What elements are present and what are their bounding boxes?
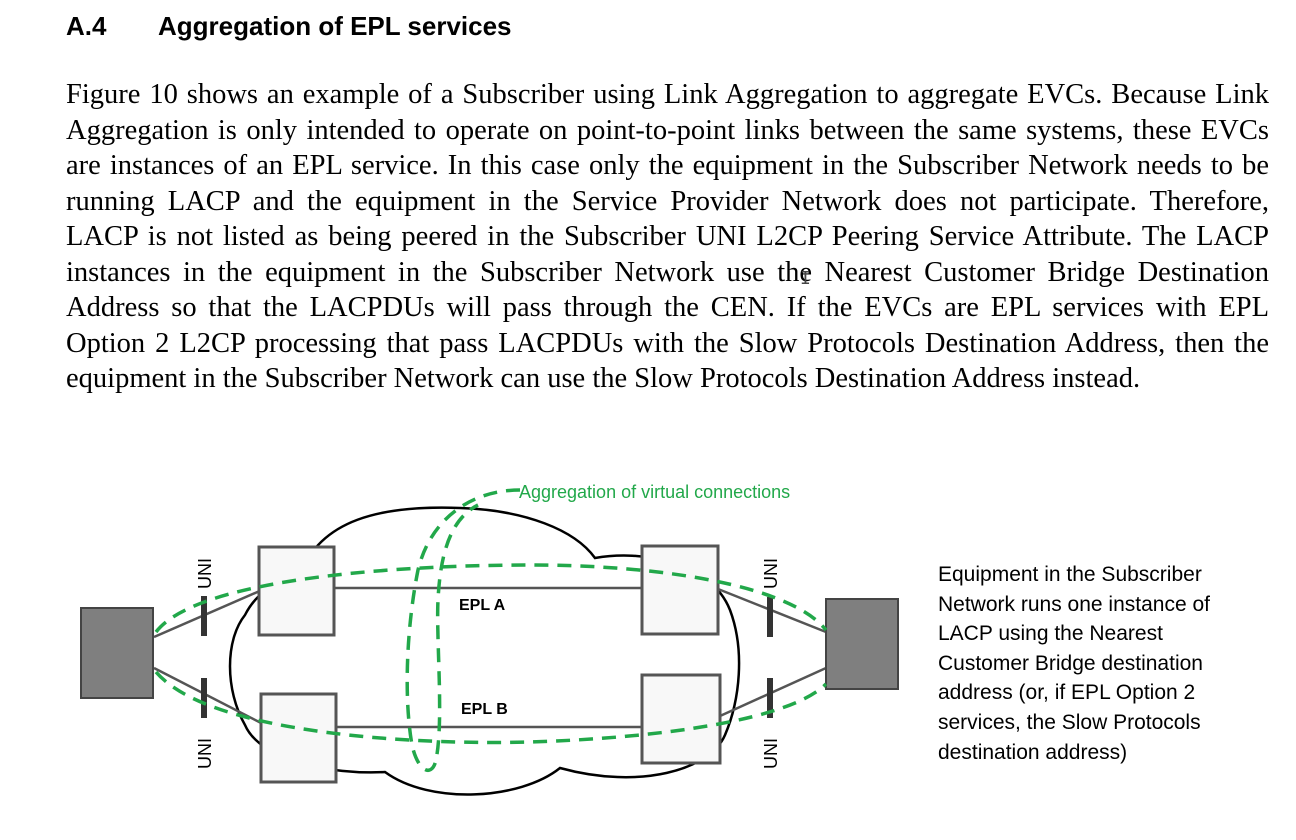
text-cursor-icon: I <box>800 268 811 289</box>
aggregation-label: Aggregation of virtual connections <box>519 482 790 502</box>
caption-line: Customer Bridge destination <box>938 651 1203 675</box>
section-number: A.4 <box>66 11 107 41</box>
diagram-caption: Equipment in the Subscriber Network runs… <box>938 560 1268 767</box>
caption-line: address (or, if EPL Option 2 <box>938 681 1196 705</box>
provider-node-top-right <box>640 544 720 636</box>
section-heading: A.4 Aggregation of EPL services <box>66 8 512 44</box>
subscriber-equipment-right <box>825 598 899 690</box>
caption-line: destination address) <box>938 740 1128 764</box>
uni-label-top-right: UNI <box>761 558 781 589</box>
epl-b-label: EPL B <box>461 701 508 718</box>
uni-label-bottom-right: UNI <box>761 738 781 769</box>
aggregation-outlines <box>154 488 828 772</box>
subscriber-equipment-left <box>80 607 154 699</box>
caption-line: Network runs one instance of <box>938 592 1210 616</box>
body-paragraph: Figure 10 shows an example of a Subscrib… <box>66 79 1269 394</box>
caption-line: services, the Slow Protocols <box>938 710 1201 734</box>
provider-node-bottom-right <box>640 673 722 765</box>
caption-line: LACP using the Nearest <box>938 622 1163 646</box>
epl-a-label: EPL A <box>459 597 506 614</box>
uni-label-bottom-left: UNI <box>195 738 215 769</box>
caption-line: Equipment in the Subscriber <box>938 563 1202 586</box>
provider-node-bottom-left <box>259 692 338 784</box>
section-title: Aggregation of EPL services <box>158 11 512 41</box>
uni-label-top-left: UNI <box>195 558 215 589</box>
provider-node-top-left <box>257 545 336 637</box>
